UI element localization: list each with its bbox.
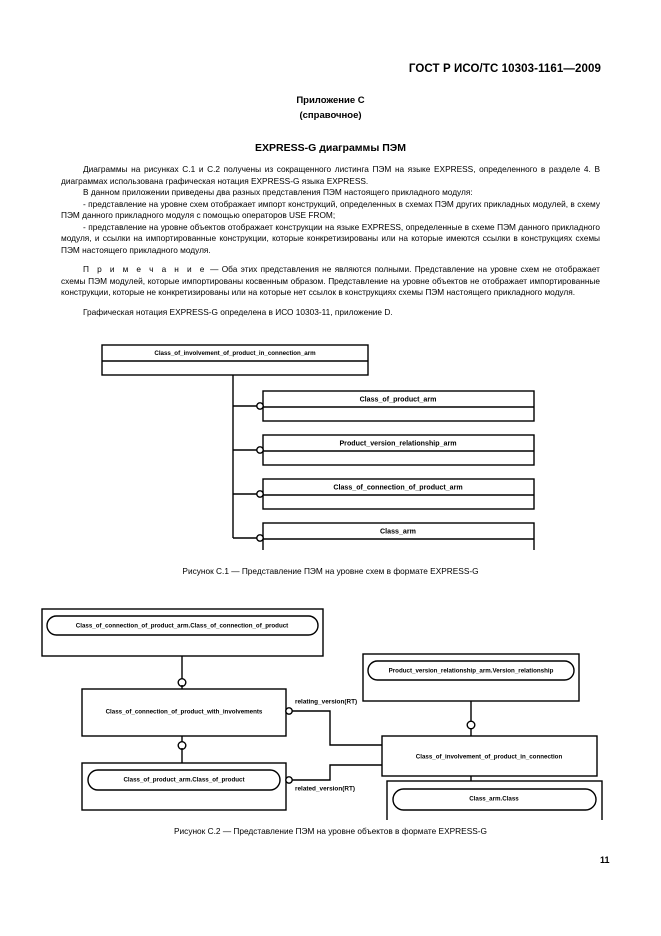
annex-title: Приложение С — [296, 95, 365, 106]
c2-node-top-left: Class_of_connection_of_product_arm.Class… — [41, 608, 324, 657]
c1-node-child-0: Class_of_product_arm — [233, 390, 535, 422]
figure-c2: Class_of_connection_of_product_arm.Class… — [0, 605, 661, 820]
c1-child-label-2: Class_of_connection_of_product_arm — [333, 483, 462, 491]
paragraph-5: Графическая нотация EXPRESS-G определена… — [83, 307, 393, 318]
paragraph-1: Диаграммы на рисунках С.1 и С.2 получены… — [61, 164, 600, 186]
note-label: П р и м е ч а н и е — [83, 264, 207, 275]
c1-child-label-3: Class_arm — [380, 527, 416, 535]
c2-bottom-right-label: Class_arm.Class — [469, 796, 519, 803]
c1-node-parent: Class_of_involvement_of_product_in_conne… — [101, 344, 369, 376]
c2-node-mid-right: Class_of_involvement_of_product_in_conne… — [381, 735, 598, 777]
c2-node-bottom-right: Class_arm.Class — [386, 780, 603, 820]
paragraph-2: В данном приложении приведены два разных… — [83, 187, 473, 198]
c2-edge-label-related: related_version(RT) — [295, 786, 355, 793]
c2-node-mid-left: Class_of_connection_of_product_with_invo… — [81, 688, 287, 737]
c2-node-bottom-left: Class_of_product_arm.Class_of_product — [81, 762, 287, 811]
c1-node-child-2: Class_of_connection_of_product_arm — [233, 478, 535, 510]
c2-bottom-left-label: Class_of_product_arm.Class_of_product — [123, 777, 244, 784]
c2-node-top-right: Product_version_relationship_arm.Version… — [362, 653, 580, 702]
c2-mid-left-label: Class_of_connection_of_product_with_invo… — [106, 709, 263, 716]
note-paragraph: П р и м е ч а н и е — Оба этих представл… — [61, 264, 600, 299]
section-heading: EXPRESS-G диаграммы ПЭМ — [255, 142, 406, 154]
figure-c1-caption: Рисунок С.1 — Представление ПЭМ на уровн… — [182, 566, 479, 576]
c2-edge-label-relating: relating_version(RT) — [295, 699, 357, 706]
c2-mid-right-label: Class_of_involvement_of_product_in_conne… — [416, 754, 563, 761]
annex-subtitle: (справочное) — [299, 110, 362, 121]
c1-child-label-0: Class_of_product_arm — [360, 395, 437, 403]
note-body: — Оба этих представления не являются пол… — [61, 264, 600, 298]
figure-c2-caption: Рисунок С.2 — Представление ПЭМ на уровн… — [174, 826, 487, 836]
paragraph-4: - представление на уровне объектов отобр… — [61, 221, 600, 255]
page-number: 11 — [600, 855, 610, 865]
document-standard-title: ГОСТ Р ИСО/ТС 10303-1161—2009 — [408, 63, 601, 75]
figure-c2-diagram: Class_of_connection_of_product_arm.Class… — [41, 608, 603, 820]
c2-top-left-label: Class_of_connection_of_product_arm.Class… — [76, 623, 288, 630]
figure-c1: Class_of_involvement_of_product_in_conne… — [0, 340, 661, 550]
c1-node-child-3: Class_arm — [233, 522, 535, 550]
c1-node-child-1: Product_version_relationship_arm — [233, 434, 535, 466]
paragraph-3: - представление на уровне схем отображае… — [61, 198, 600, 221]
annex-heading: Приложение С (справочное) — [0, 93, 661, 123]
c2-top-right-label: Product_version_relationship_arm.Version… — [389, 668, 554, 675]
c1-parent-label: Class_of_involvement_of_product_in_conne… — [154, 350, 316, 357]
body-text-block: Диаграммы на рисунках С.1 и С.2 получены… — [61, 164, 600, 319]
figure-c1-diagram: Class_of_involvement_of_product_in_conne… — [101, 344, 535, 550]
c1-child-label-1: Product_version_relationship_arm — [339, 439, 456, 447]
